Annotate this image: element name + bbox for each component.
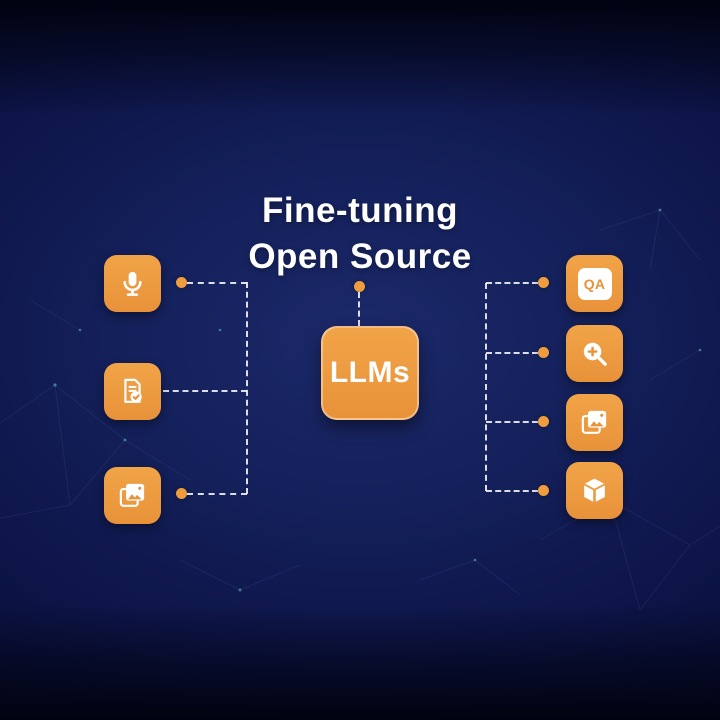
photos-icon	[581, 410, 607, 434]
connector-dot-left-top	[176, 277, 187, 288]
llms-node: LLMs	[321, 326, 419, 420]
tile-image-input	[104, 467, 161, 524]
photo-icon	[119, 483, 145, 507]
connector-dot-right-3	[538, 416, 549, 427]
connector-line-left-bottom	[187, 493, 247, 495]
zoom-in-icon	[583, 342, 607, 366]
tile-question-answering-output: QA	[566, 255, 623, 312]
llms-label: LLMs	[329, 356, 411, 389]
connector-dot-right-1	[538, 277, 549, 288]
page-title: Fine-tuning Open Source	[0, 188, 720, 279]
connector-dot-center	[354, 281, 365, 292]
connector-line-right-4	[486, 490, 538, 492]
title-line-1: Fine-tuning	[261, 191, 458, 230]
connector-line-right-3	[486, 421, 538, 423]
tile-document-input	[104, 363, 161, 420]
connector-line-center	[358, 292, 360, 326]
connector-line-right-1	[486, 282, 538, 284]
connector-line-left-vertical	[246, 282, 248, 494]
connector-dot-right-4	[538, 485, 549, 496]
connector-dot-right-2	[538, 347, 549, 358]
connector-dot-left-bottom	[176, 488, 187, 499]
qa-icon: QA	[577, 267, 612, 300]
microphone-icon	[123, 271, 142, 296]
tile-search-output	[566, 325, 623, 382]
tile-audio-input	[104, 255, 161, 312]
tile-image-output	[566, 394, 623, 451]
connector-line-left-top	[187, 282, 247, 284]
cube-icon	[584, 478, 605, 502]
connector-line-right-vertical	[485, 283, 487, 491]
tile-object-3d-output	[566, 462, 623, 519]
document-check-icon	[124, 378, 142, 403]
connector-line-left-middle	[163, 390, 247, 392]
title-line-2: Open Source	[248, 236, 472, 276]
connector-line-right-2	[486, 352, 538, 354]
qa-label: QA	[583, 275, 606, 292]
